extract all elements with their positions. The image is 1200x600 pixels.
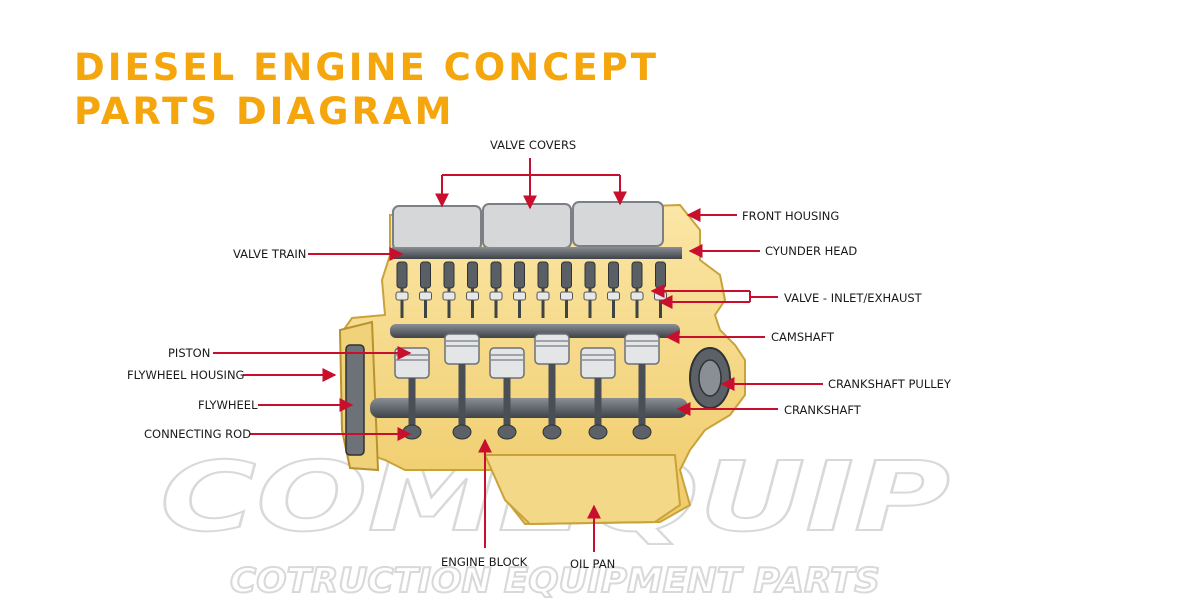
- piston-assembly: [624, 333, 660, 440]
- label-engine-block: ENGINE BLOCK: [441, 555, 528, 569]
- title-line-1: DIESEL ENGINE CONCEPT: [74, 46, 659, 89]
- valve-assembly: [442, 261, 456, 318]
- label-valve-train: VALVE TRAIN: [233, 247, 306, 261]
- valve-cover-shapes: [392, 201, 664, 251]
- valve-inlet-exhaust-bracket: [655, 290, 778, 303]
- oil-pan-shape: [483, 454, 682, 526]
- label-camshaft: CAMSHAFT: [771, 330, 835, 344]
- watermark: COMEQUIP COTRUCTION EQUIPMENT PARTS: [159, 440, 951, 600]
- valve-assembly: [513, 261, 526, 318]
- valve-assembly: [607, 261, 620, 318]
- label-oil-pan: OIL PAN: [570, 557, 615, 571]
- flywheel-shape: [345, 344, 365, 456]
- part-labels: VALVE COVERS FRONT HOUSING CYUNDER HEAD …: [127, 138, 952, 571]
- valve-assembly: [419, 261, 432, 318]
- valve-assembly: [630, 261, 644, 318]
- valve-assembly: [395, 261, 409, 318]
- piston-shapes: [394, 333, 660, 440]
- piston-assembly: [580, 347, 616, 440]
- label-flywheel-housing: FLYWHEEL HOUSING: [127, 368, 244, 382]
- piston-assembly: [534, 333, 570, 440]
- valve-assembly: [560, 261, 573, 318]
- label-front-housing: FRONT HOUSING: [742, 209, 839, 223]
- label-valve-inlet-exhaust: VALVE - INLET/EXHAUST: [784, 291, 923, 305]
- page-title: DIESEL ENGINE CONCEPT PARTS DIAGRAM: [74, 46, 659, 134]
- crankshaft-shape: [370, 398, 688, 418]
- leader-arrows: [213, 158, 823, 552]
- watermark-tagline: COTRUCTION EQUIPMENT PARTS: [230, 561, 880, 600]
- label-flywheel: FLYWHEEL: [198, 398, 258, 412]
- crankshaft-pulley-shape: [689, 347, 731, 409]
- valve-assembly: [536, 261, 550, 318]
- piston-assembly: [489, 347, 525, 440]
- label-connecting-rod: CONNECTING ROD: [144, 427, 251, 441]
- valve-assembly: [466, 261, 479, 318]
- label-piston: PISTON: [168, 346, 210, 360]
- title-line-2: PARTS DIAGRAM: [74, 90, 455, 133]
- label-valve-covers: VALVE COVERS: [490, 138, 576, 152]
- label-crankshaft-pulley: CRANKSHAFT PULLEY: [828, 377, 952, 391]
- valve-assembly: [489, 261, 503, 318]
- piston-assembly: [444, 333, 480, 440]
- label-crankshaft: CRANKSHAFT: [784, 403, 862, 417]
- label-cylinder-head: CYUNDER HEAD: [765, 244, 857, 258]
- valve-assembly: [583, 261, 597, 318]
- engine-illustration: [338, 201, 746, 526]
- cylinder-head-shape: [392, 247, 682, 259]
